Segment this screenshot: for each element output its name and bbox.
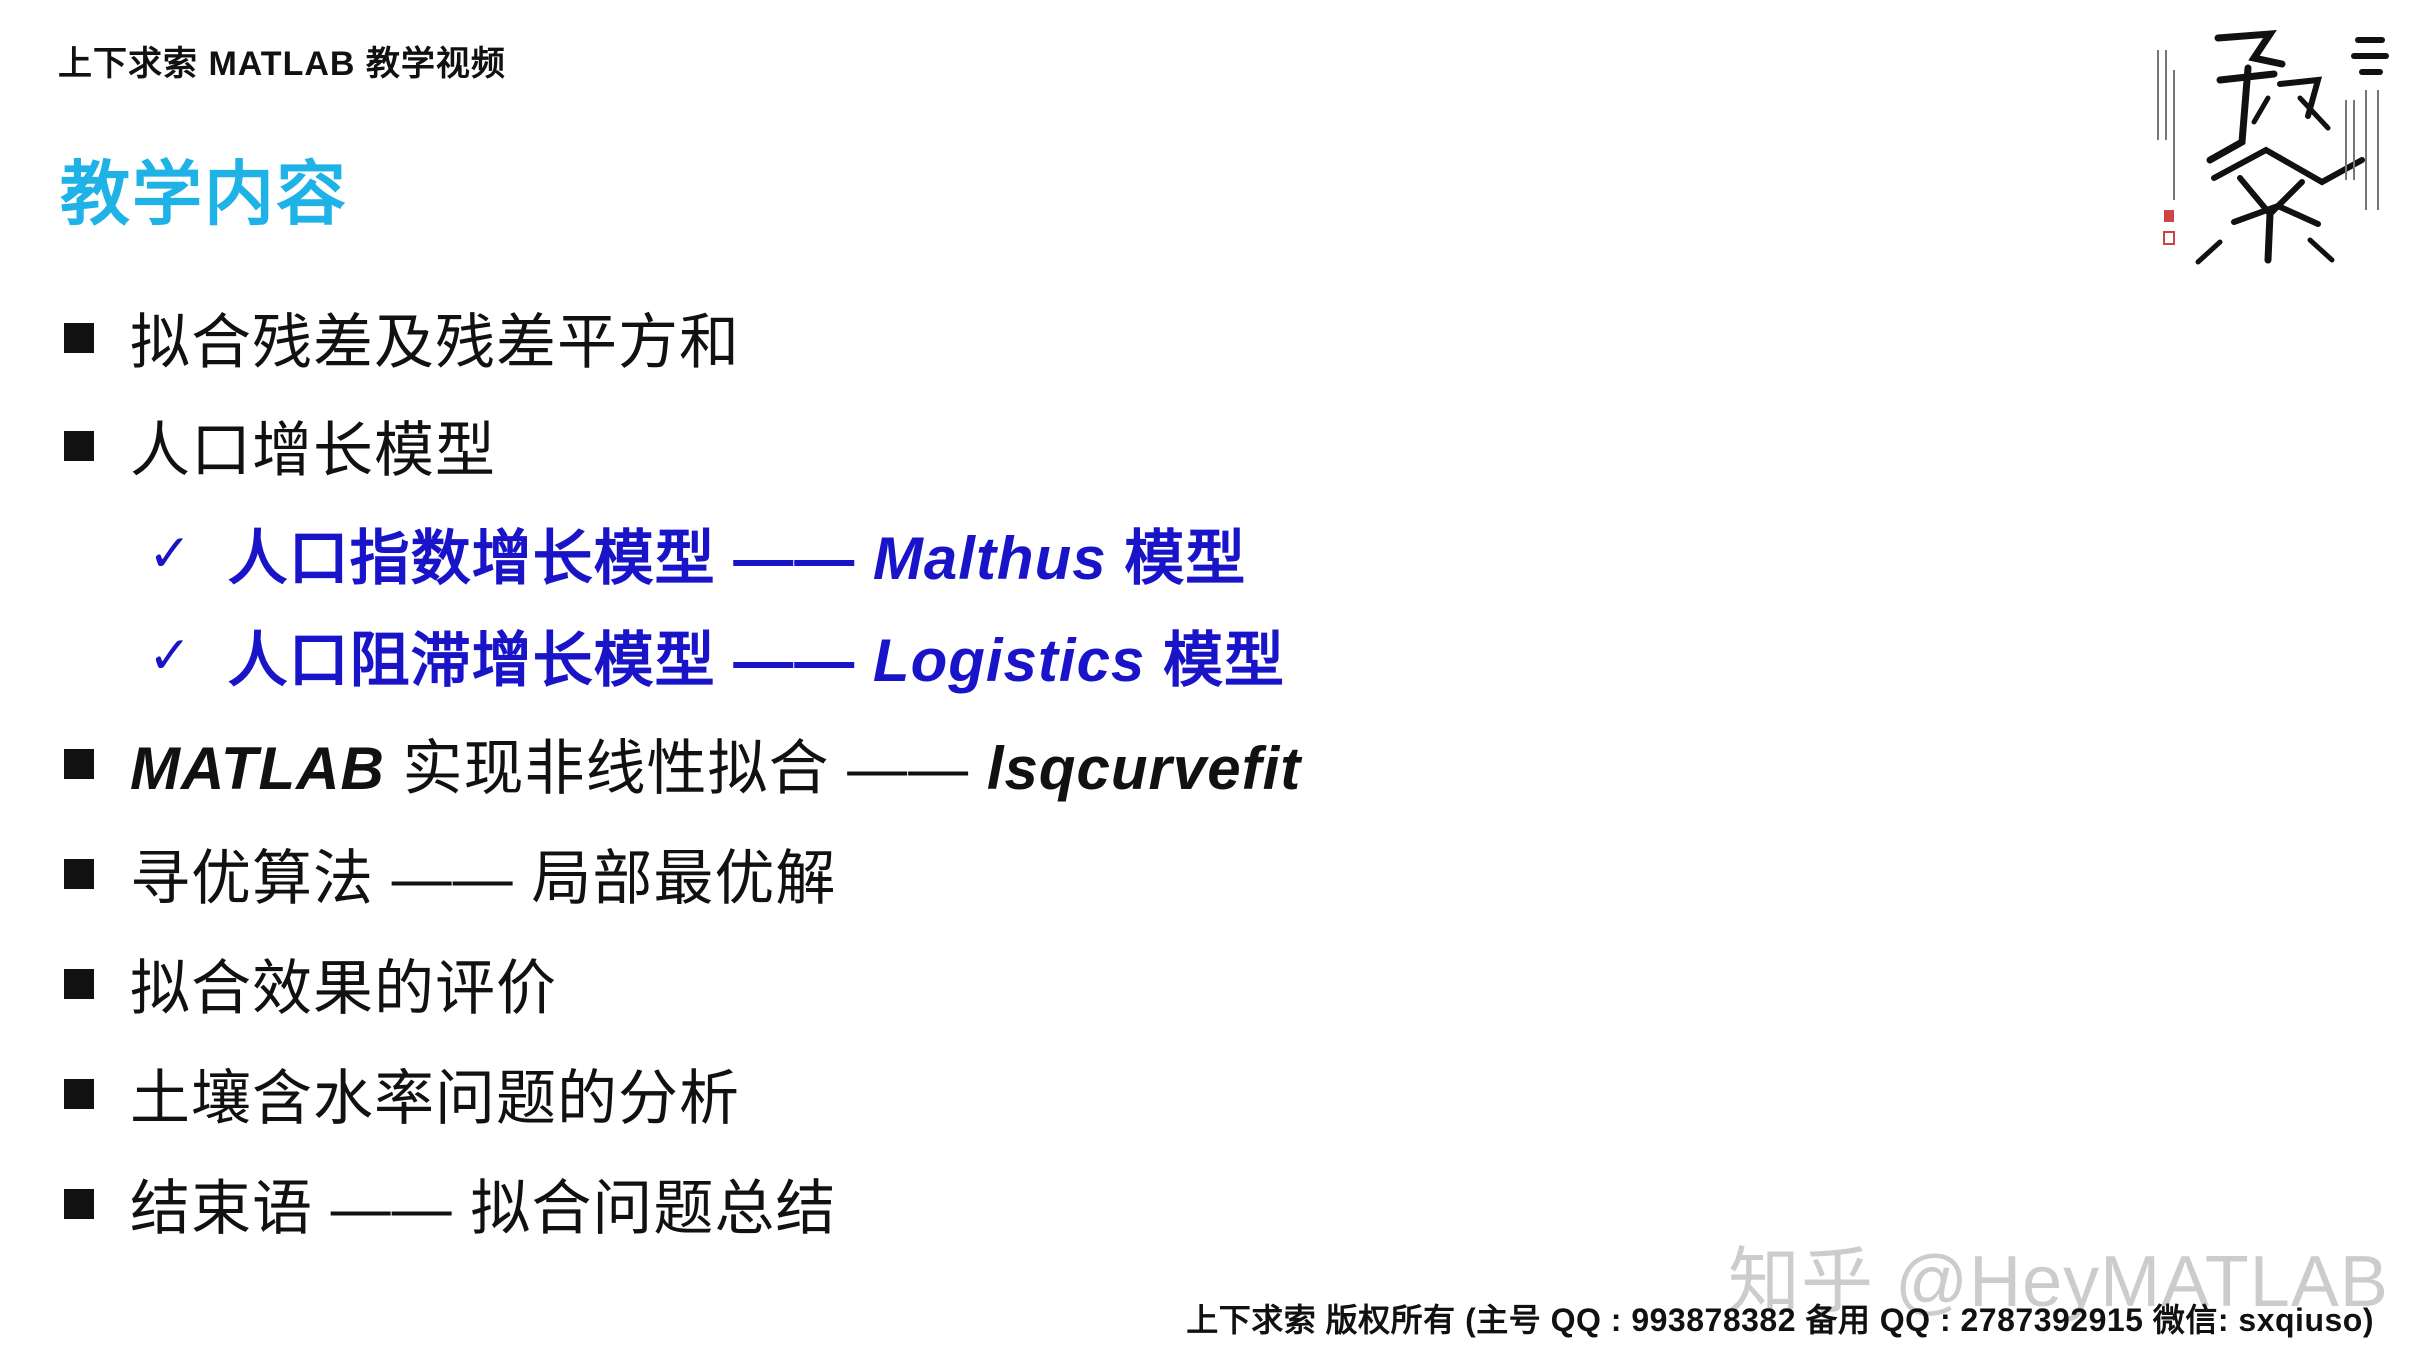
- square-bullet-icon: [64, 748, 94, 779]
- list-item: 拟合效果的评价: [64, 940, 557, 1027]
- sub-list-item-label: 人口指数增长模型 —— Malthus 模型: [227, 525, 1247, 592]
- list-item-label: MATLAB 实现非线性拟合 —— lsqcurvefit: [130, 735, 1302, 802]
- list-item-label: 拟合效果的评价: [130, 955, 557, 1022]
- checkmark-icon: ✓: [148, 625, 192, 686]
- list-item-label: 土壤含水率问题的分析: [130, 1065, 740, 1132]
- list-item: MATLAB 实现非线性拟合 —— lsqcurvefit: [64, 720, 1301, 807]
- page-title: 教学内容: [60, 155, 348, 233]
- square-bullet-icon: [64, 1078, 94, 1109]
- list-item: 寻优算法 —— 局部最优解: [64, 830, 836, 917]
- header-text: 上下求索 MATLAB 教学视频: [58, 45, 506, 83]
- square-bullet-icon: [64, 1188, 94, 1219]
- square-bullet-icon: [64, 858, 94, 889]
- list-item: 土壤含水率问题的分析: [64, 1050, 740, 1137]
- list-item-label: 拟合残差及残差平方和: [130, 309, 740, 376]
- sub-list-item-label: 人口阻滞增长模型 —— Logistics 模型: [227, 627, 1285, 694]
- list-item-label: 人口增长模型: [130, 417, 496, 484]
- list-item: 人口增长模型: [64, 402, 496, 489]
- list-item: 结束语 —— 拟合问题总结: [64, 1160, 836, 1247]
- square-bullet-icon: [64, 322, 94, 353]
- sub-list-item: ✓ 人口指数增长模型 —— Malthus 模型: [148, 510, 1246, 597]
- list-item-label: 寻优算法 —— 局部最优解: [130, 845, 837, 912]
- watermark: 知乎 @HeyMATLAB: [1728, 1242, 2389, 1322]
- list-item-label: 结束语 —— 拟合问题总结: [130, 1175, 837, 1242]
- sub-list-item: ✓ 人口阻滞增长模型 —— Logistics 模型: [148, 612, 1285, 699]
- checkmark-icon: ✓: [148, 523, 192, 584]
- calligraphy-logo-icon: [2157, 29, 2389, 265]
- copyright-footer: 上下求索 版权所有 (主号 QQ : 993878382 备用 QQ : 278…: [1186, 1302, 2374, 1338]
- square-bullet-icon: [64, 968, 94, 999]
- list-item: 拟合残差及残差平方和: [64, 294, 740, 381]
- square-bullet-icon: [64, 430, 94, 461]
